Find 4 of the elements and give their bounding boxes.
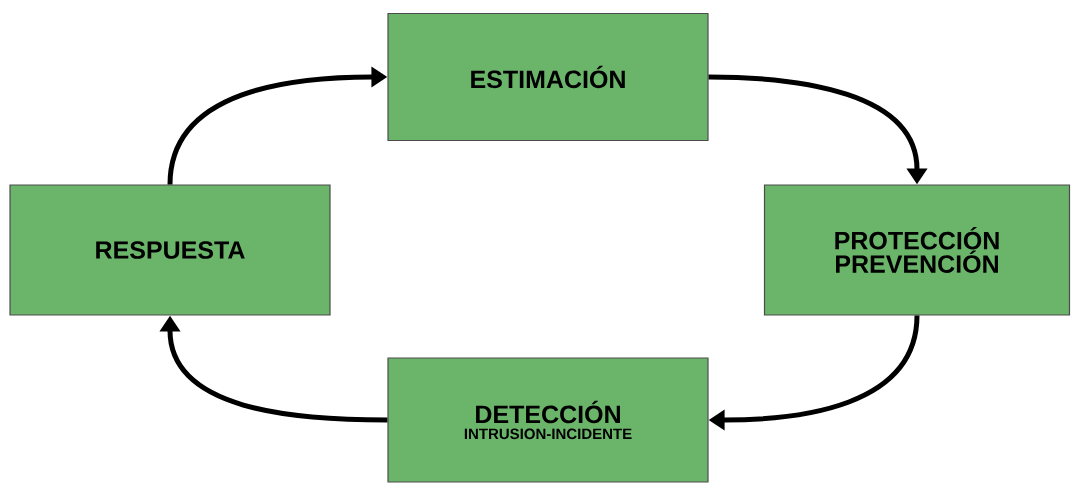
- process-box: RESPUESTA: [9, 184, 331, 316]
- process-box: ESTIMACIÓN: [387, 12, 709, 142]
- process-box: PROTECCIÓN PREVENCIÓN: [763, 184, 1071, 316]
- process-box: DETECCIÓN INTRUSION-INCIDENTE: [387, 357, 709, 483]
